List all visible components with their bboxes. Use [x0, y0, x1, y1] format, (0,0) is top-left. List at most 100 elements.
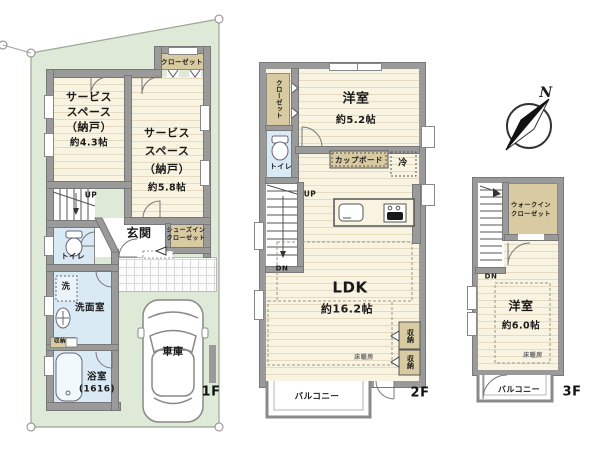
window — [44, 133, 54, 157]
entrance-approach-tiles — [118, 257, 217, 292]
storage-boxes-2f — [390, 321, 421, 376]
compass-icon — [505, 98, 552, 151]
window — [467, 286, 477, 310]
wall — [203, 46, 211, 258]
balcony-3f-label: バルコニー — [497, 385, 541, 394]
closet-door-marks — [167, 69, 299, 119]
service2-name-l1: サービス — [144, 126, 190, 140]
wall — [475, 267, 506, 274]
wic-label-l1: ウォークイン — [510, 201, 552, 209]
bath-label-l2: (1616) — [78, 384, 116, 395]
window — [44, 95, 54, 119]
wall — [124, 75, 132, 225]
washer-label: 洗 — [61, 281, 71, 292]
shoes-closet-l2: クローゼット — [166, 235, 206, 242]
service2-size: 約5.8帖 — [147, 182, 187, 194]
window — [44, 296, 54, 316]
window — [44, 236, 54, 256]
wall — [265, 125, 293, 131]
wall — [46, 402, 121, 411]
service2-name-l2: スペース — [144, 144, 190, 158]
ldk-size: 約16.2帖 — [320, 302, 374, 316]
closet-2f-label: クローゼット — [274, 79, 283, 119]
balcony-2f-rail — [265, 381, 372, 419]
stairs-2f — [266, 184, 298, 258]
room-service-space-2 — [131, 77, 204, 218]
wall — [154, 46, 162, 73]
bedroom-3f-size: 約6.0帖 — [501, 320, 541, 332]
floor-label-3f: 3F — [562, 384, 582, 400]
wall — [291, 68, 299, 182]
floor-heating-3f-label: 床暖房 — [523, 352, 543, 359]
fridge-box — [390, 151, 417, 177]
bath-label-l1: 浴室 — [86, 371, 108, 383]
window — [200, 105, 210, 131]
service1-name-l1: サービス — [66, 90, 112, 104]
wall — [165, 223, 171, 251]
cupboard-label: カップボード — [335, 155, 383, 165]
floor-label-2f: 2F — [410, 385, 430, 401]
garage-label: 車庫 — [162, 347, 184, 358]
bedroom-2f-name: 洋室 — [342, 91, 370, 107]
shoes-in-closet — [168, 224, 204, 248]
dn-2f-label: DN — [275, 264, 289, 273]
shoes-closet-l1: シューズイン — [166, 227, 206, 234]
walk-in-closet — [507, 183, 558, 235]
entrance-label: 玄関 — [126, 226, 152, 240]
door-opening — [518, 234, 544, 240]
door-arcs — [80, 76, 531, 400]
kitchen-counter — [333, 198, 415, 227]
up-1f-label: UP — [84, 190, 98, 200]
wall — [165, 247, 211, 254]
window — [168, 47, 198, 55]
storage2-2f-label: 収納 — [406, 355, 415, 369]
toilet-icon-1f — [65, 230, 83, 257]
wall-diagonal — [94, 217, 120, 253]
ldk-name: LDK — [332, 278, 368, 297]
wic-label-l2: クローゼット — [510, 210, 552, 218]
wall — [265, 177, 299, 184]
service2-name-l3: （納戸） — [144, 162, 190, 176]
wall — [46, 220, 102, 228]
window — [357, 63, 382, 71]
bathtub-icon — [55, 352, 83, 402]
closet-1f-label: クローゼット — [161, 57, 203, 66]
floor-label-1f: 1F — [201, 384, 221, 400]
balcony-3f-rail — [476, 375, 554, 403]
wall — [295, 146, 420, 154]
room-service-space-1 — [53, 77, 125, 182]
window — [200, 160, 210, 186]
floor-heating-2f-label: 床暖房 — [354, 354, 374, 361]
window — [254, 290, 264, 320]
stairs-3f — [479, 185, 502, 261]
window — [254, 222, 264, 250]
entrance-arrow — [154, 246, 167, 256]
fence-bar — [209, 345, 216, 383]
storage-detail — [65, 337, 78, 348]
stairs-1f — [52, 189, 96, 220]
washroom-label: 洗面室 — [74, 302, 106, 314]
storage1-2f-label: 収納 — [406, 329, 415, 343]
fridge-label: 冷 — [398, 158, 408, 169]
dn-3f-label: DN — [484, 272, 498, 281]
door-opening — [374, 381, 394, 387]
bedroom-2f-size: 約5.2帖 — [335, 115, 377, 126]
wall — [297, 182, 304, 268]
wall — [412, 184, 421, 244]
closet-2f — [266, 73, 290, 126]
cupboard-box — [329, 150, 389, 169]
balcony-2f-label: バルコニー — [294, 391, 340, 402]
wall — [265, 266, 304, 273]
toilet-1f-label: トイレ — [61, 251, 85, 261]
service1-size: 約4.3帖 — [69, 137, 109, 149]
wall — [46, 264, 119, 272]
car-icon — [137, 299, 209, 423]
sink-icon — [55, 307, 71, 329]
toilet-icon-2f — [271, 135, 289, 161]
wall — [46, 181, 132, 189]
window — [421, 184, 435, 206]
floor-heating-zones — [267, 241, 551, 366]
entrance-step — [142, 250, 174, 259]
wall — [46, 69, 162, 78]
